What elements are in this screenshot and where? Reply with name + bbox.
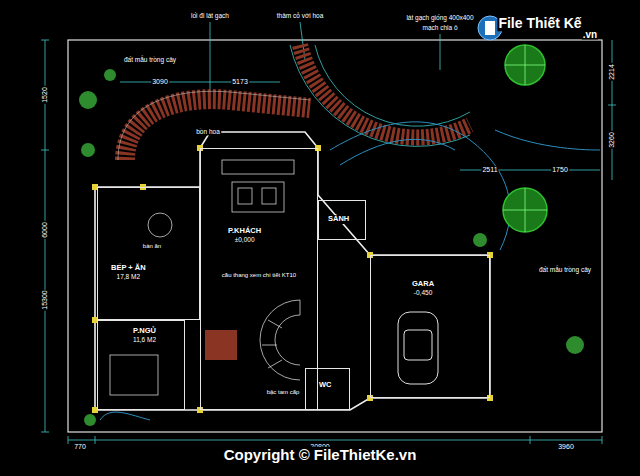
dimension: 3090 [151, 78, 169, 86]
logo-text: File Thiết Kế [497, 16, 582, 31]
note: thảm cỏ với hoa [276, 12, 325, 19]
room-text-group: BẾP + ĂN17,8 M2 [110, 264, 147, 280]
dimension: 2511 [481, 166, 498, 174]
dimension: 3960 [557, 443, 575, 451]
bedroom: P.NGỦ11,6 M2 [97, 320, 185, 410]
living-room: P.KHÁCH±0,000 [200, 148, 318, 410]
room-level: 11,6 M2 [132, 336, 157, 343]
room-name: BẾP + ĂN [110, 264, 147, 273]
room-level: ±0,000 [227, 236, 262, 243]
room-text-group: SẢNH [327, 215, 350, 224]
room-text-group: P.NGỦ11,6 M2 [132, 327, 157, 343]
watermark: Copyright © FileThietKe.vn [223, 447, 418, 464]
logo-text: .vn [582, 29, 598, 40]
dimension: 1750 [551, 166, 569, 174]
dimension: 3260 [608, 131, 616, 149]
note: bàn ăn [142, 243, 162, 250]
note: bậc tam cấp [266, 389, 301, 396]
note: lát gạch giống 400x400 [405, 14, 474, 21]
note: mạch chia ô [421, 24, 458, 31]
lobby: SẢNH [318, 200, 366, 240]
dimension: 5173 [231, 78, 249, 86]
kitchen-dining: BẾP + ĂN17,8 M2 [97, 187, 200, 320]
note: bồn hoa [195, 128, 221, 135]
room-text-group: GARA-0,450 [411, 280, 435, 296]
room-level: 17,8 M2 [110, 273, 147, 280]
room-level: -0,450 [411, 289, 435, 296]
room-text-group: WC [318, 381, 333, 390]
toilet: WC [305, 368, 350, 410]
dimension: 1520 [41, 86, 49, 104]
dimension: 6000 [41, 221, 49, 239]
dimension: 770 [73, 443, 87, 451]
dimension: 15300 [41, 289, 49, 310]
room-name: P.KHÁCH [227, 227, 262, 236]
note: lối đi lát gạch [190, 12, 230, 19]
note: cầu thang xem chi tiết KT10 [221, 272, 297, 279]
garage: GARA-0,450 [370, 255, 490, 398]
note: đất mẫu trồng cây [538, 266, 592, 273]
room-name: GARA [411, 280, 435, 289]
dimension: 2214 [608, 63, 616, 81]
room-name: P.NGỦ [132, 327, 157, 336]
note: đất mẫu trồng cây [123, 56, 177, 63]
room-name: SẢNH [327, 215, 350, 224]
room-text-group: P.KHÁCH±0,000 [227, 227, 262, 243]
room-name: WC [318, 381, 333, 390]
